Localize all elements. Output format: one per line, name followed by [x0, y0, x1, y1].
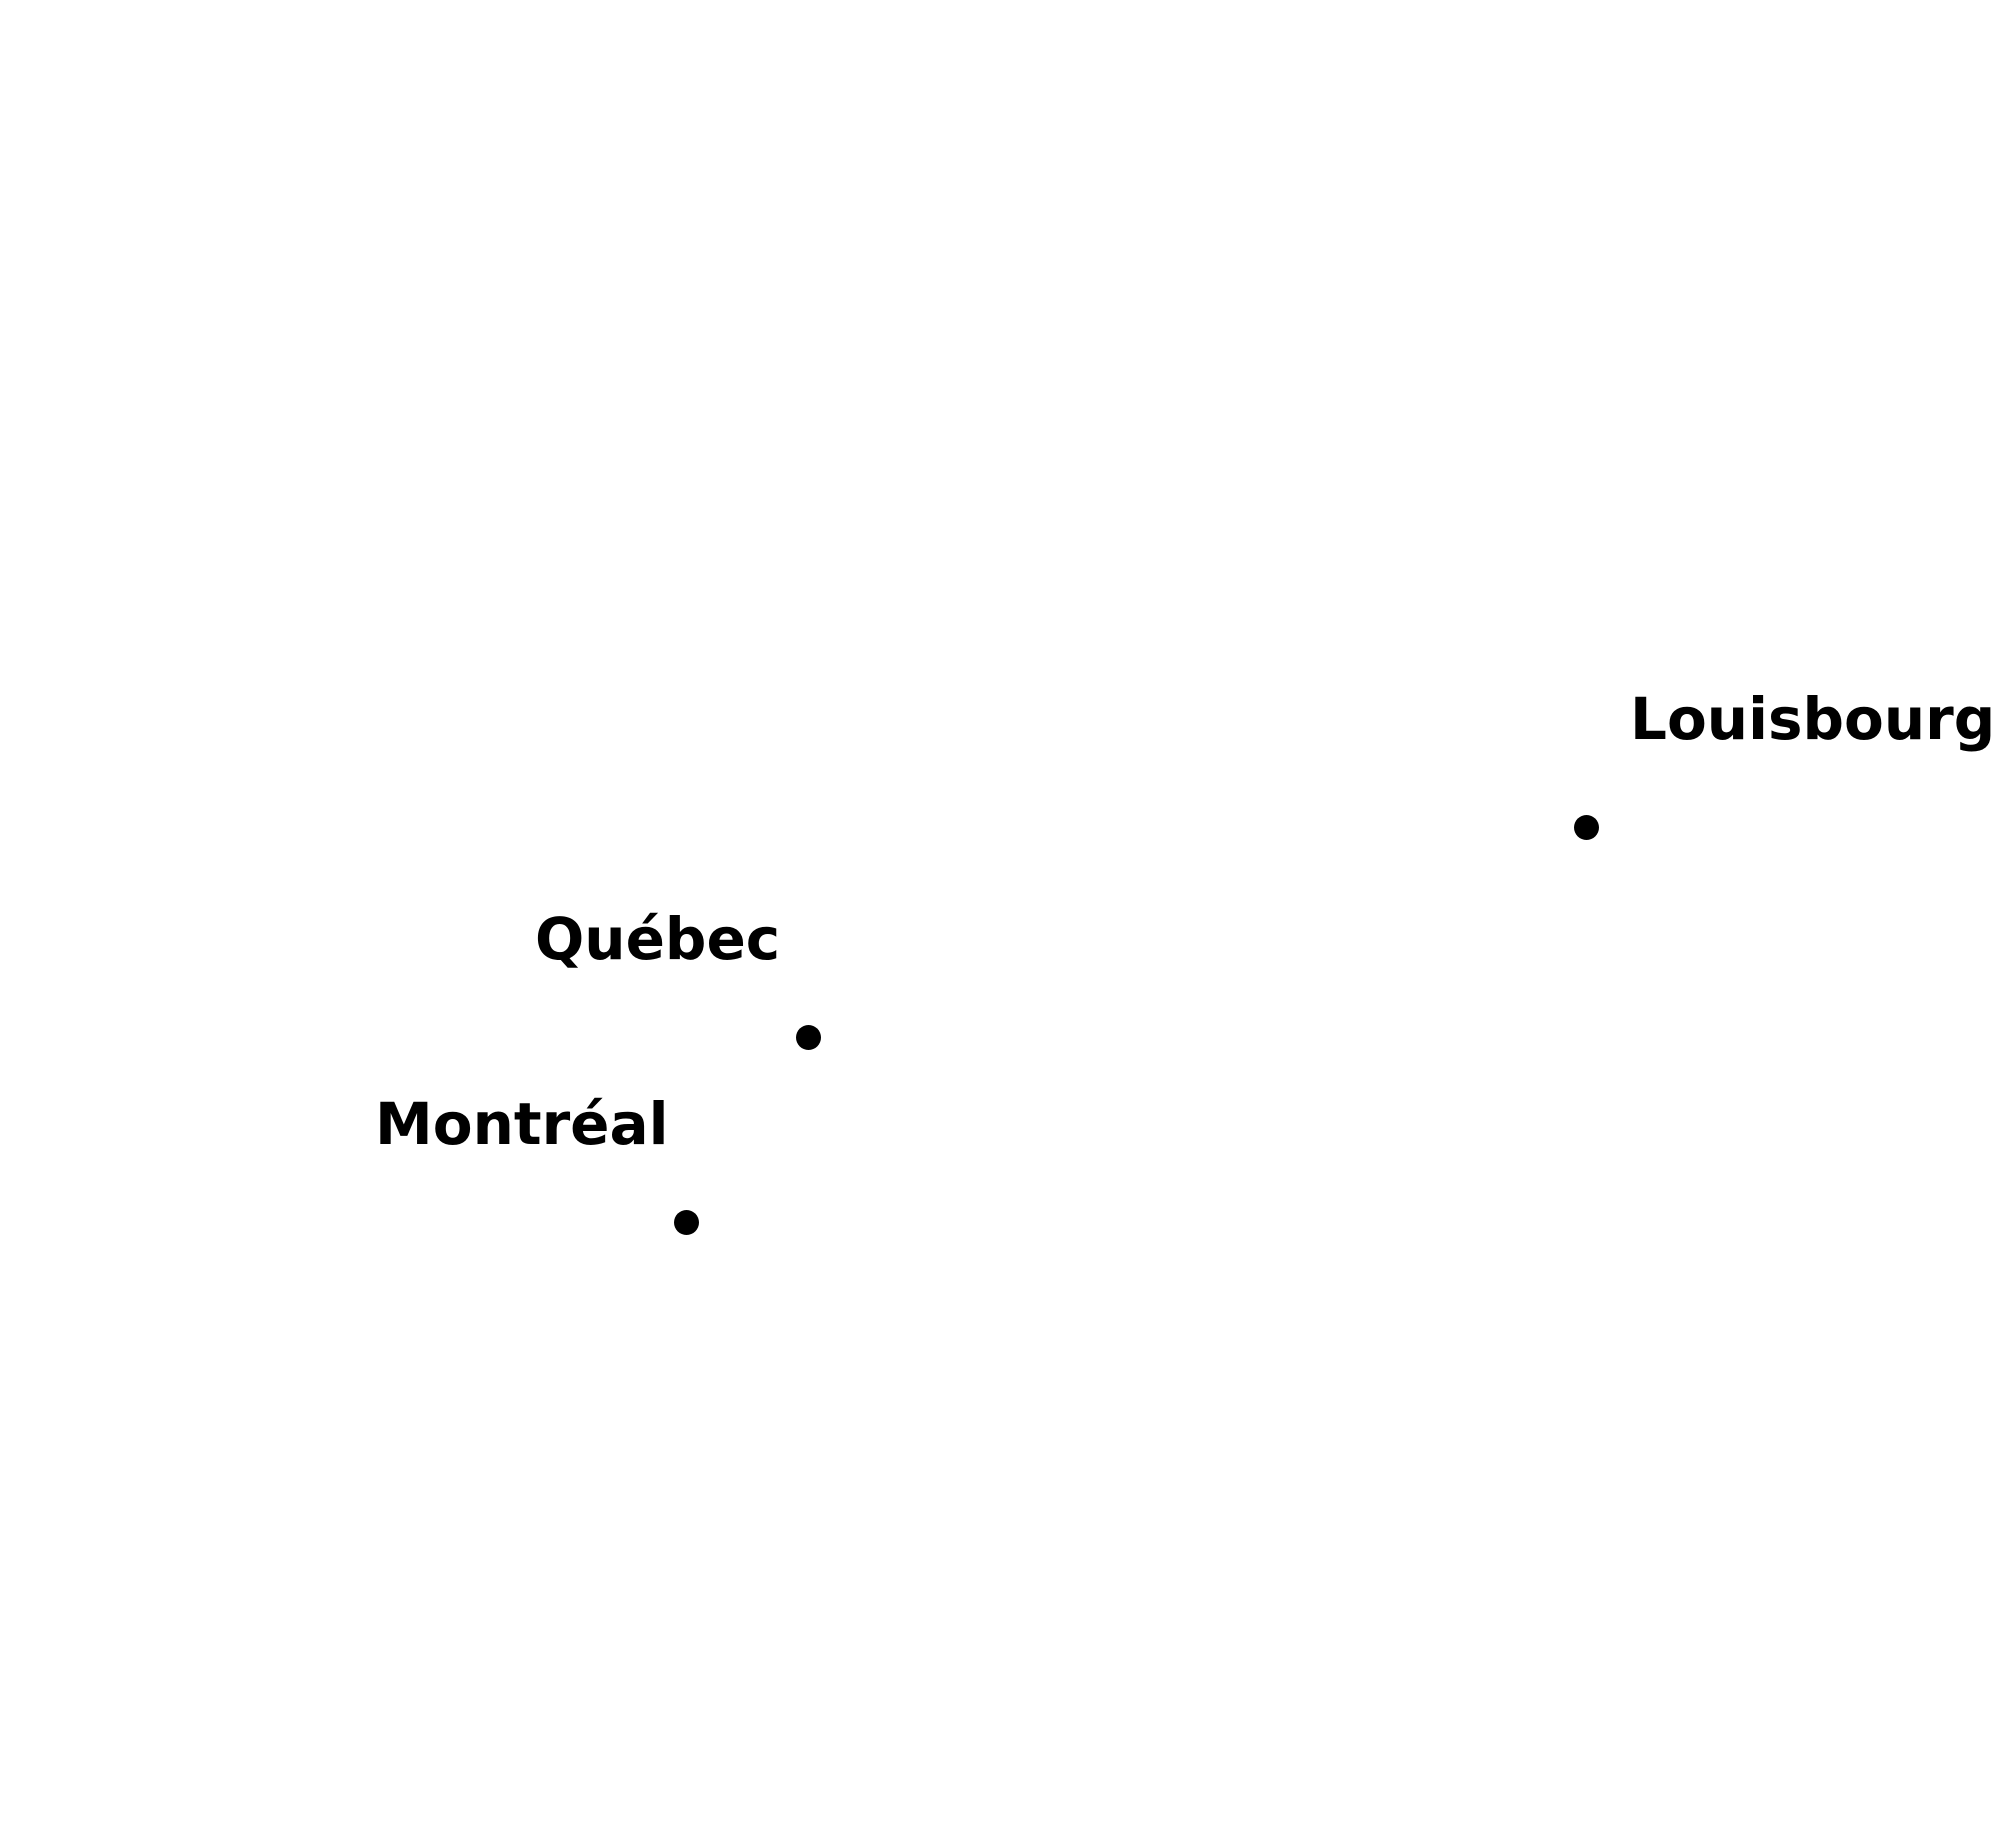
place-label-louisbourg: Louisbourg [1630, 685, 1996, 753]
place-label-quebec: Québec [535, 905, 781, 973]
place-marker-montreal-dot-icon [674, 1210, 699, 1235]
place-marker-louisbourg-dot-icon [1574, 815, 1599, 840]
place-label-montreal: Montréal [375, 1090, 669, 1158]
place-marker-quebec-dot-icon [796, 1025, 821, 1050]
